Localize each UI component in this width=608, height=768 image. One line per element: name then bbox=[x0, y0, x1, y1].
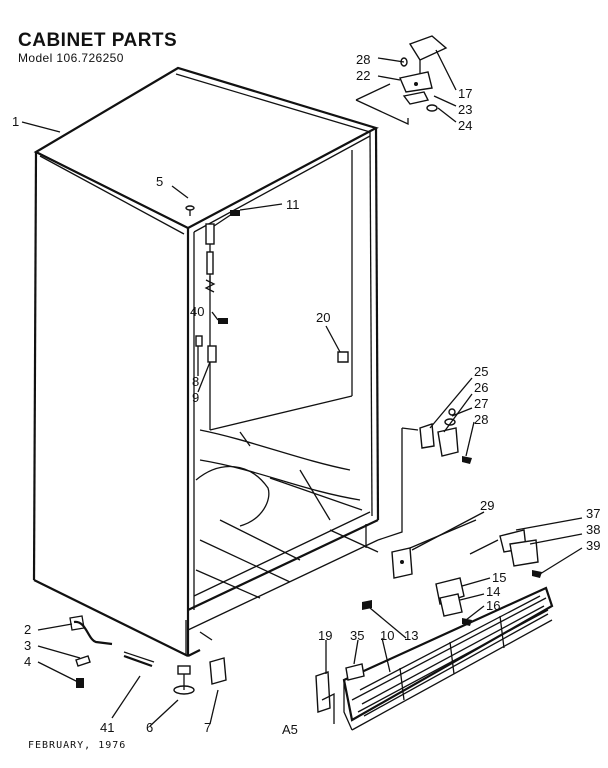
callout-38: 38 bbox=[586, 522, 600, 537]
callout-35: 35 bbox=[350, 628, 364, 643]
top-hinge-assembly bbox=[355, 35, 448, 126]
callout-28-lower: 28 bbox=[474, 412, 488, 427]
bracket-parts-37-39 bbox=[469, 529, 542, 578]
callout-2: 2 bbox=[24, 622, 31, 637]
callout-22: 22 bbox=[356, 68, 370, 83]
cabinet-body bbox=[32, 66, 380, 657]
model-number: Model 106.726250 bbox=[18, 51, 124, 65]
callout-leader-lines bbox=[21, 49, 583, 727]
callout-19: 19 bbox=[318, 628, 332, 643]
callout-37: 37 bbox=[586, 506, 600, 521]
callout-3: 3 bbox=[24, 638, 31, 653]
lower-hinge-assembly bbox=[377, 408, 472, 541]
stamp-a5: A5 bbox=[282, 722, 298, 737]
callout-11: 11 bbox=[286, 197, 300, 212]
callout-25: 25 bbox=[474, 364, 488, 379]
callout-29: 29 bbox=[480, 498, 494, 513]
callout-14: 14 bbox=[486, 584, 500, 599]
callout-13: 13 bbox=[404, 628, 418, 643]
callout-1: 1 bbox=[12, 114, 19, 129]
callout-7: 7 bbox=[204, 720, 211, 735]
callout-24: 24 bbox=[458, 118, 472, 133]
callout-5: 5 bbox=[156, 174, 163, 189]
callout-40: 40 bbox=[190, 304, 204, 319]
callout-28-top: 28 bbox=[356, 52, 370, 67]
callout-41: 41 bbox=[100, 720, 114, 735]
callout-10: 10 bbox=[380, 628, 394, 643]
callout-17: 17 bbox=[458, 86, 472, 101]
bracket-part-29 bbox=[391, 519, 477, 579]
callout-8: 8 bbox=[192, 374, 199, 389]
footer-date: FEBRUARY, 1976 bbox=[28, 740, 127, 751]
bracket-parts-14-16 bbox=[435, 577, 472, 626]
callout-15: 15 bbox=[492, 570, 506, 585]
callout-26: 26 bbox=[474, 380, 488, 395]
callout-27: 27 bbox=[474, 396, 488, 411]
callout-39: 39 bbox=[586, 538, 600, 553]
callout-23: 23 bbox=[458, 102, 472, 117]
upper-hinge-parts bbox=[185, 205, 349, 363]
callout-16: 16 bbox=[486, 598, 500, 613]
callout-labels: 1 5 11 28 22 17 23 24 40 20 8 9 25 26 27… bbox=[12, 52, 600, 737]
callout-9: 9 bbox=[192, 390, 199, 405]
grille-part-10 bbox=[342, 586, 554, 731]
callout-4: 4 bbox=[24, 654, 31, 669]
diagram-title: CABINET PARTS bbox=[18, 30, 178, 51]
grille-clips-19-35-13 bbox=[315, 600, 372, 724]
callout-6: 6 bbox=[146, 720, 153, 735]
bottom-left-parts bbox=[69, 615, 227, 695]
callout-20: 20 bbox=[316, 310, 330, 325]
